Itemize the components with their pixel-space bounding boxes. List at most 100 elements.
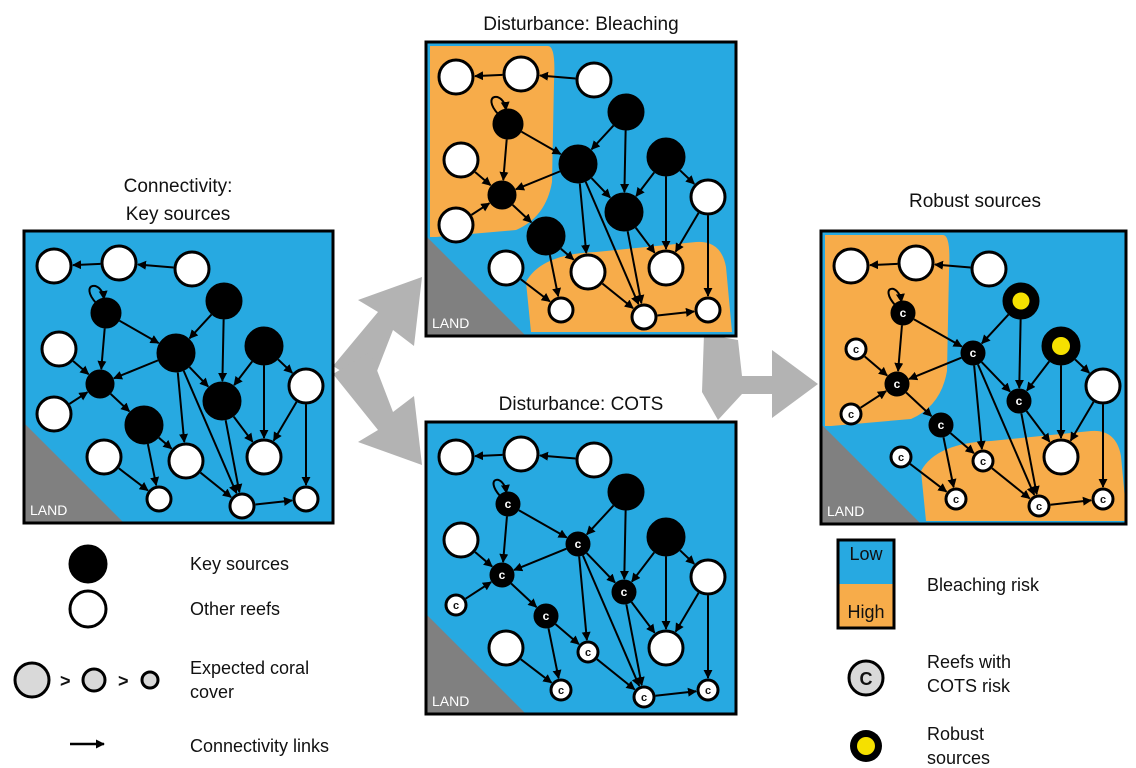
key-source-reef [611,579,637,605]
connectivity-link [620,130,630,193]
legend-risk-scale-frame [836,538,896,630]
connectivity-link [949,432,975,454]
connectivity-link [72,260,101,270]
connectivity-link [980,361,1011,393]
connectivity-link [586,504,615,536]
cots-risk-marker: c [453,600,459,612]
other-reef [689,558,727,596]
self-recruitment-link [490,95,510,115]
key-source-reef [487,180,517,210]
cots-risk-marker: c [641,692,647,704]
cots-risk-marker: c [938,418,945,432]
connectivity-link [1025,410,1051,443]
legend-connectivity-links-label: Connectivity links [190,736,329,756]
cots-risk-marker: c [898,452,904,464]
connectivity-link [674,212,700,253]
other-reef [502,435,540,473]
other-reef [228,492,256,520]
connectivity-link [539,71,576,81]
legend-risk-high-swatch [838,584,894,628]
key-source-reef [884,371,910,397]
key-source-reef [646,517,686,557]
connectivity-link [465,581,492,600]
cots-risk-marker: c [980,456,986,468]
connectivity-link [584,181,640,305]
connectivity-link [97,328,107,370]
connectivity-link [860,390,887,409]
connectivity-link [474,71,503,81]
connectivity-link [554,623,580,645]
other-reef [444,593,468,617]
connectivity-link [188,313,213,339]
other-reef [442,141,480,179]
panel-cots-title: Disturbance: COTS [499,394,664,415]
connectivity-link [520,658,553,684]
cots-risk-marker: c [848,409,854,421]
land-area [821,424,921,524]
connectivity-link [905,391,933,417]
legend-risk-high-label: High [847,602,884,622]
other-reef [970,250,1008,288]
panel-border [424,420,738,716]
key-source-reef [244,326,284,366]
connectivity-link [655,687,697,697]
other-reef [85,438,123,476]
other-reef [437,206,475,244]
connectivity-link [596,658,636,691]
connectivity-link [578,556,591,641]
connectivity-link [585,552,616,584]
land-label: LAND [827,503,864,519]
cots-risk-marker: c [585,647,591,659]
other-reef [944,487,968,511]
panel-bleaching-title: Disturbance: Bleaching [483,14,678,35]
key-source-reef [646,137,686,177]
connectivity-link [1074,358,1090,374]
connectivity-link [934,260,971,270]
key-source-reef [205,282,243,320]
key-source-reef [85,369,115,399]
connectivity-link [520,130,562,155]
connectivity-link [224,419,243,494]
legend-cots-risk-icon-letter: C [860,669,873,689]
cots-risk-marker: c [705,685,711,697]
connectivity-link [869,260,898,270]
cots-risk-marker: c [970,346,977,360]
other-reef [442,521,480,559]
connectivity-link [679,549,695,565]
connectivity-link [539,451,576,461]
connectivity-link [510,582,538,608]
other-reef [547,296,575,324]
other-reef [502,55,540,93]
land-label: LAND [432,315,469,331]
key-source-reef [960,340,986,366]
other-reef [1027,494,1051,518]
key-source-reef [928,412,954,438]
legend-right: Low High Bleaching risk C Reefs with COT… [836,538,1040,768]
connectivity-link [199,471,232,499]
cots-risk-marker: c [499,568,506,582]
legend-risk-low-swatch [838,540,894,584]
legend-key-sources-label: Key sources [190,554,289,574]
connectivity-link [1050,496,1092,506]
key-source-reef [604,192,644,232]
connectivity-link [1014,319,1024,389]
robust-source-core [1012,292,1030,310]
connectivity-link [176,372,188,443]
connectivity-link [233,360,253,386]
connectivity-link [499,139,509,181]
legend-medium-cover-icon [81,667,107,693]
connectivity-link [864,355,888,377]
connectivity-link [973,365,986,450]
connectivity-link [513,547,567,572]
connectivity-link [137,260,174,270]
panel-border [22,229,335,525]
other-reef [40,330,78,368]
connectivity-link [619,510,629,580]
connectivity-link [626,230,645,305]
connectivity-link [548,254,562,298]
other-reef [647,249,685,287]
key-source-reef [526,216,566,256]
cots-risk-marker: c [853,344,859,356]
legend-robust-label-line2: sources [927,748,990,768]
